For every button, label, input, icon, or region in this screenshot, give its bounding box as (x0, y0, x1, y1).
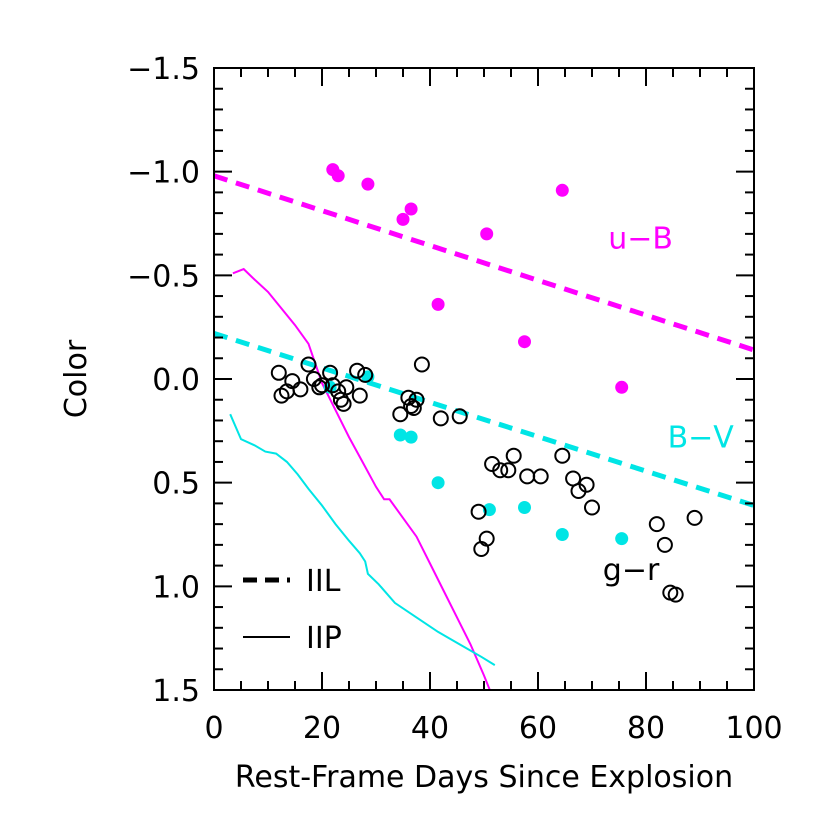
iil-dashed-line (214, 173, 754, 353)
y-tick-label: −1.0 (127, 156, 200, 191)
open-data-point (392, 406, 409, 423)
y-axis-title: Color (59, 339, 94, 418)
x-tick-label: 40 (411, 711, 449, 746)
open-data-point (338, 379, 355, 396)
annotations: u−B B−V g−r (603, 221, 735, 588)
y-tick-label: −1.5 (127, 52, 200, 87)
open-data-point (686, 509, 703, 526)
series-label: u−B (608, 221, 673, 256)
data-point (518, 501, 531, 514)
open-data-point (578, 476, 595, 493)
data-point (331, 169, 345, 183)
open-data-point (505, 447, 522, 464)
open-data-point (451, 408, 468, 425)
x-tick-label: 20 (303, 711, 341, 746)
legend-label: IIL (306, 564, 341, 599)
data-point (615, 532, 629, 546)
series-label: g−r (603, 553, 660, 588)
open-data-point (554, 447, 571, 464)
data-point (404, 202, 418, 216)
y-tick-label: 1.5 (152, 674, 200, 709)
data-point (518, 335, 531, 349)
open-data-point (648, 516, 665, 533)
open-data-point (492, 462, 509, 479)
open-data-point (351, 387, 368, 404)
series-label: B−V (668, 420, 735, 455)
x-tick-label: 80 (627, 711, 665, 746)
x-axis-title: Rest-Frame Days Since Explosion (235, 760, 733, 795)
data-point (615, 380, 629, 394)
y-tick-label: 0.5 (152, 467, 200, 502)
open-data-point (432, 410, 449, 427)
data-point (431, 297, 445, 311)
open-data-point (300, 356, 317, 373)
open-data-point (292, 381, 309, 398)
data-point (404, 430, 418, 444)
y-tick-label: −0.5 (127, 259, 200, 294)
open-data-point (500, 462, 517, 479)
open-data-point (478, 530, 495, 547)
open-data-point (314, 377, 330, 394)
legend: IIL IIP (243, 564, 342, 656)
axis-ticks (213, 67, 755, 691)
open-data-point (470, 503, 487, 520)
x-tick-label: 0 (204, 711, 223, 746)
iil-dashed-line (214, 331, 754, 508)
open-data-point (584, 499, 600, 516)
open-data-point (667, 586, 684, 603)
iip-solid-line (229, 413, 496, 666)
data-point (431, 476, 445, 490)
data-point (396, 212, 410, 226)
series-layer (214, 163, 754, 690)
legend-label: IIP (306, 621, 342, 656)
data-point (361, 177, 375, 191)
x-tick-label: 60 (519, 711, 557, 746)
plot-frame (213, 67, 755, 691)
open-data-point (656, 536, 673, 553)
open-data-point (349, 362, 366, 379)
open-data-point (408, 391, 425, 408)
open-data-point (270, 364, 287, 381)
open-data-point (335, 395, 352, 412)
data-point (555, 528, 569, 541)
open-data-point (413, 356, 430, 373)
open-data-point (405, 400, 422, 416)
data-point (480, 227, 494, 241)
x-tick-label: 100 (725, 711, 782, 746)
open-data-point (519, 468, 536, 485)
iip-solid-line (232, 267, 491, 690)
y-tick-label: 1.0 (152, 570, 200, 605)
y-tick-label: 0.0 (152, 363, 200, 398)
data-point (393, 428, 407, 442)
data-point (555, 183, 569, 197)
open-data-point (357, 366, 374, 383)
tick-labels: 0 20 40 60 80 100 −1.5 −1.0 −0.5 0.0 0.5 1.0 1.5 (127, 52, 782, 746)
open-data-point (284, 373, 301, 390)
open-data-point (532, 468, 549, 485)
